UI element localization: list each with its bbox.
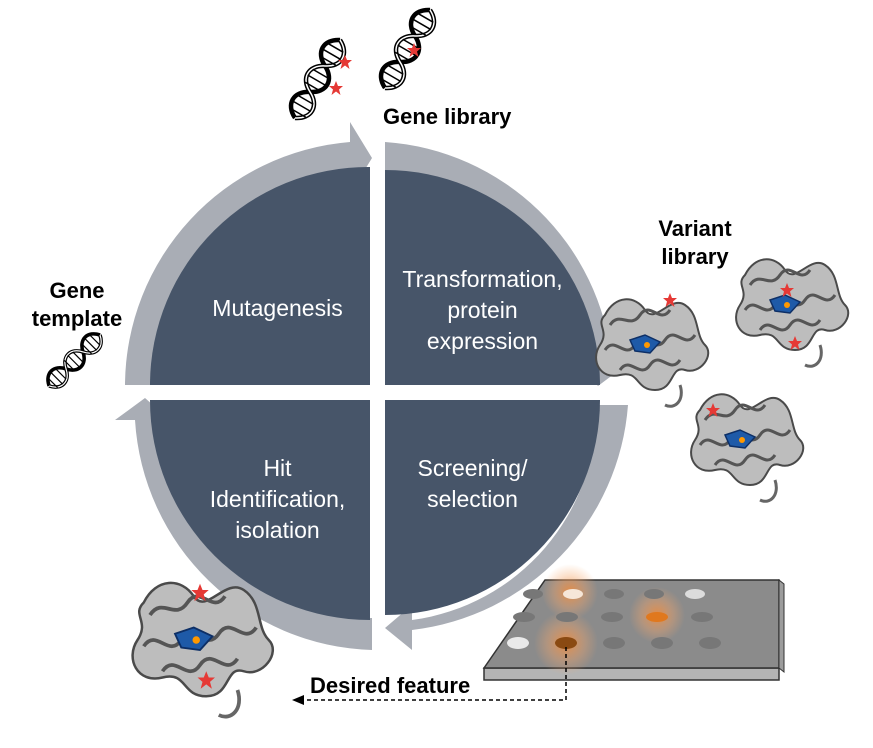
variant-library-proteins (594, 257, 850, 503)
cycle-quadrants (150, 166, 600, 620)
quadrant-transformation (385, 170, 600, 385)
quadrant-label-mutagenesis: Mutagenesis (212, 295, 343, 321)
gene-library-label: Gene library (383, 104, 512, 129)
quadrant-label-transformation: Transformation, protein expression (402, 266, 563, 354)
variant-library-label: Variant library (658, 216, 732, 269)
quadrant-label-hit-identification: Hit Identification, isolation (209, 455, 346, 543)
quadrant-screening (385, 400, 600, 615)
arrow-top-left (125, 122, 372, 385)
desired-feature-pointer (292, 647, 567, 705)
gene-template-label: Gene template (31, 278, 123, 331)
desired-feature-label: Desired feature (310, 673, 471, 698)
arrow-bottom-right (385, 405, 628, 650)
protein-structure-icon (689, 392, 805, 503)
microplate-icon (482, 564, 785, 681)
quadrant-mutagenesis (150, 166, 370, 385)
protein-structure-icon (594, 293, 710, 408)
hit-protein-structure-icon (130, 581, 275, 719)
protein-structure-icon (734, 257, 850, 368)
gene-template-dna-icon (40, 326, 109, 395)
quadrant-hit-identification (150, 400, 370, 620)
quadrant-label-screening: Screening/ selection (417, 455, 528, 512)
